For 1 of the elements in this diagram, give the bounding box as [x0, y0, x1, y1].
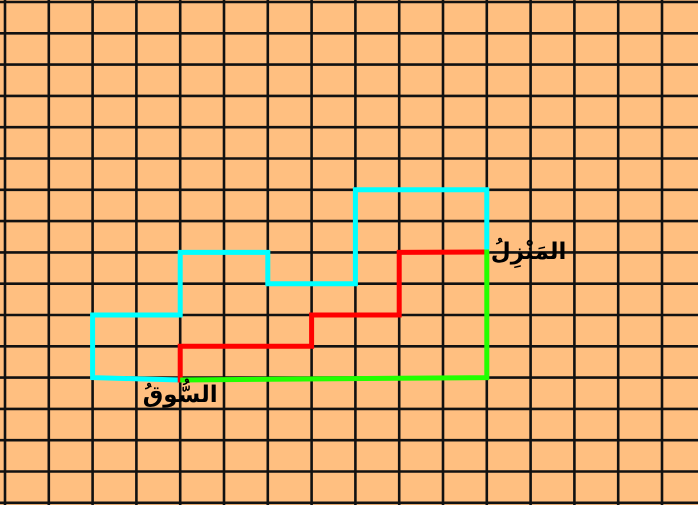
route-line [90, 187, 492, 382]
